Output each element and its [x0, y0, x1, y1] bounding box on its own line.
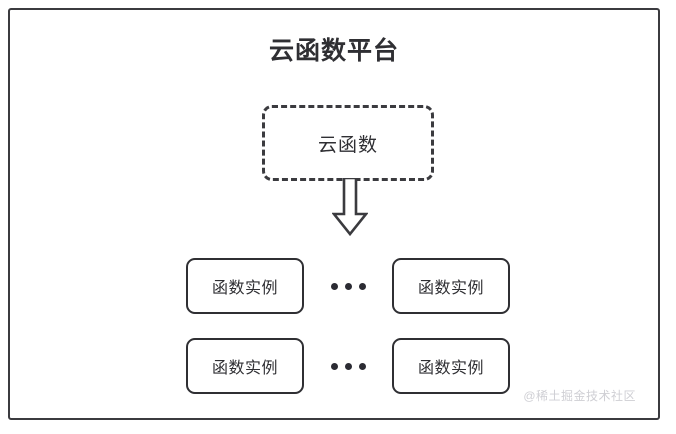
function-instance-box[interactable]: 函数实例	[186, 258, 304, 314]
function-instance-box[interactable]: 函数实例	[392, 258, 510, 314]
function-instance-row: 函数实例 函数实例	[186, 258, 510, 314]
function-instance-box[interactable]: 函数实例	[186, 338, 304, 394]
ellipsis-icon	[330, 282, 366, 290]
function-instance-label: 函数实例	[211, 360, 278, 377]
function-instance-row: 函数实例 函数实例	[186, 338, 510, 394]
platform-title: 云函数平台	[268, 37, 399, 65]
function-instance-grid: 函数实例 函数实例 函数实例	[186, 258, 510, 394]
function-instance-label: 函数实例	[417, 280, 484, 297]
function-instance-label: 函数实例	[417, 360, 484, 377]
cloud-function-node-label: 云函数	[317, 134, 378, 156]
ellipsis-icon	[330, 362, 366, 370]
ellipsis-dot	[344, 282, 352, 290]
ellipsis-dot	[358, 362, 366, 370]
function-instance-box[interactable]: 函数实例	[392, 338, 510, 394]
down-arrow-icon	[332, 178, 368, 238]
cloud-function-platform-container: 云函数平台 云函数 函数实例 函数实例	[8, 8, 660, 420]
ellipsis-dot	[330, 362, 338, 370]
function-instance-label: 函数实例	[211, 280, 278, 297]
cloud-function-node[interactable]: 云函数	[262, 105, 434, 181]
ellipsis-dot	[330, 282, 338, 290]
ellipsis-dot	[358, 282, 366, 290]
ellipsis-dot	[344, 362, 352, 370]
watermark: @稀土掘金技术社区	[523, 389, 636, 403]
